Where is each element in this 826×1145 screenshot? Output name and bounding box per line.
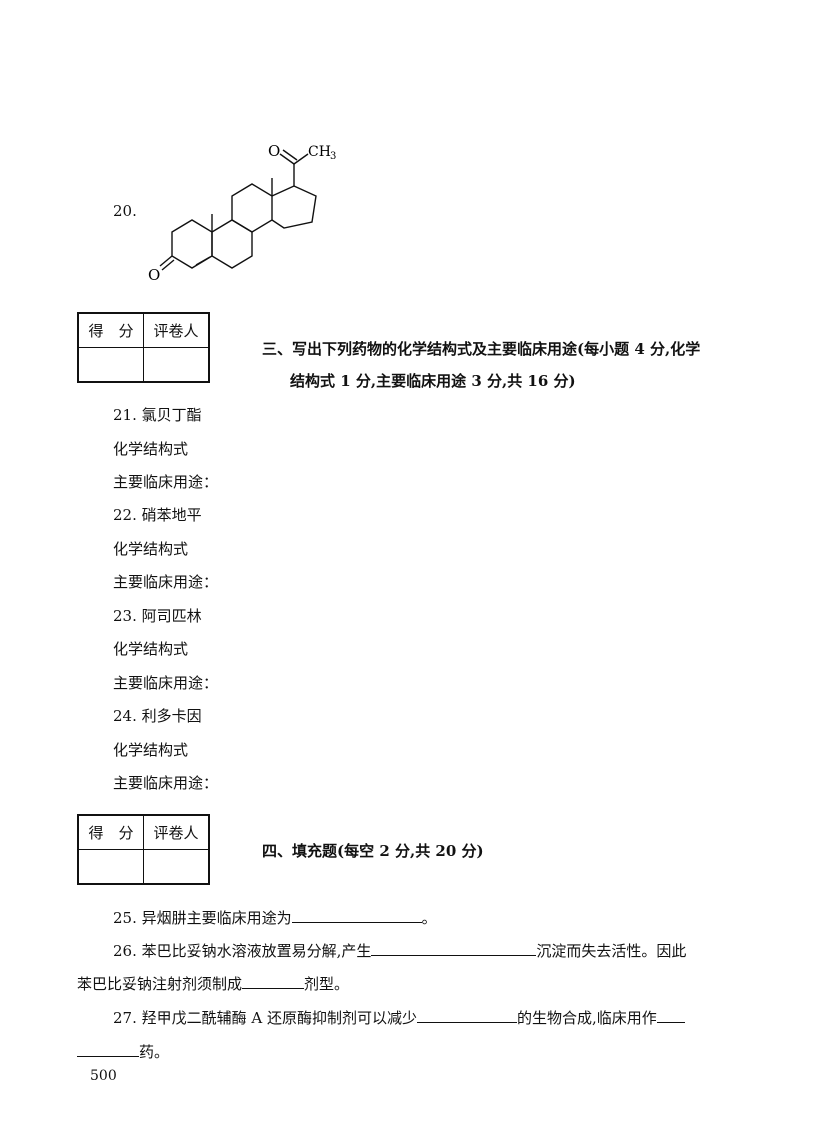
question-25-text: 25. 异烟肼主要临床用途为 (113, 909, 292, 927)
question-21-structure-label: 化学结构式 (113, 440, 189, 458)
reviewer-cell (143, 347, 210, 383)
structure-methyl-sub: 3 (330, 151, 336, 162)
question-21-title: 21. 氯贝丁酯 (113, 406, 202, 424)
question-21-use-label: 主要临床用途： (113, 473, 219, 491)
question-24-title: 24. 利多卡因 (113, 707, 202, 725)
score-table-section4: 得 分 评卷人 (77, 814, 210, 885)
question-26-text-cont: 沉淀而失去活性。因此 (536, 942, 687, 960)
question-25-end: 。 (421, 909, 437, 927)
section3-heading-line1: 三、写出下列药物的化学结构式及主要临床用途(每小题 4 分,化学 (262, 340, 701, 358)
question-25-blank[interactable] (291, 908, 422, 923)
question-27-blank-1[interactable] (417, 1008, 517, 1023)
page-number: 500 (90, 1068, 117, 1084)
question-26-line1: 26. 苯巴比妥钠水溶液放置易分解,产生 沉淀而失去活性。因此 (113, 940, 686, 961)
question-24-use-label: 主要临床用途： (113, 774, 219, 792)
score-label: 得 分 (77, 814, 144, 850)
question-26-blank-1[interactable] (371, 941, 537, 956)
question-25: 25. 异烟肼主要临床用途为 。 (113, 907, 437, 928)
section4-heading: 四、填充题(每空 2 分,共 20 分) (262, 842, 484, 860)
section3-heading-line2: 结构式 1 分,主要临床用途 3 分,共 16 分) (290, 372, 576, 390)
question-20-number: 20. (113, 202, 137, 220)
question-26-line2: 苯巴比妥钠注射剂须制成 剂型。 (77, 973, 349, 994)
question-26-text-line2: 苯巴比妥钠注射剂须制成 (77, 975, 243, 993)
question-23-use-label: 主要临床用途： (113, 674, 219, 692)
reviewer-label: 评卷人 (143, 814, 210, 850)
score-cell (77, 849, 144, 885)
question-27-text: 27. 羟甲戊二酰辅酶 A 还原酶抑制剂可以减少 (113, 1009, 417, 1027)
score-cell (77, 347, 144, 383)
reviewer-label: 评卷人 (143, 312, 210, 348)
question-22-title: 22. 硝苯地平 (113, 506, 202, 524)
structure-oxygen-ring: O (148, 266, 160, 284)
score-label: 得 分 (77, 312, 144, 348)
score-table-section3: 得 分 评卷人 (77, 312, 210, 383)
question-27-line1: 27. 羟甲戊二酰辅酶 A 还原酶抑制剂可以减少 的生物合成,临床用作 (113, 1007, 685, 1028)
question-22-use-label: 主要临床用途： (113, 573, 219, 591)
question-27-line2: 药。 (77, 1041, 169, 1062)
reviewer-cell (143, 849, 210, 885)
question-22-structure-label: 化学结构式 (113, 540, 189, 558)
question-27-text-cont: 的生物合成,临床用作 (517, 1009, 657, 1027)
structure-oxygen-top: O (268, 142, 280, 160)
question-27-end: 药。 (139, 1043, 170, 1061)
question-26-text: 26. 苯巴比妥钠水溶液放置易分解,产生 (113, 942, 372, 960)
question-26-end: 剂型。 (304, 975, 350, 993)
structure-methyl: CH (308, 144, 331, 160)
question-24-structure-label: 化学结构式 (113, 741, 189, 759)
question-27-blank-2b[interactable] (77, 1042, 139, 1057)
question-26-blank-2[interactable] (242, 974, 305, 989)
question-23-structure-label: 化学结构式 (113, 640, 189, 658)
question-27-blank-2a[interactable] (656, 1008, 685, 1023)
question-23-title: 23. 阿司匹林 (113, 607, 202, 625)
progesterone-structure: O CH 3 O (148, 142, 336, 284)
